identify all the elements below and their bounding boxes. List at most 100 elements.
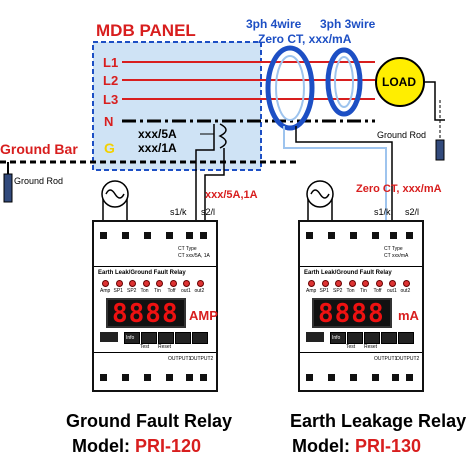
- relay-left-reset-label: Reset: [158, 344, 172, 350]
- relay-right-output2: OUTPUT2: [396, 356, 420, 362]
- relay-right-ct-type-label: CT Type: [384, 246, 403, 252]
- relay-left-info-button[interactable]: Info: [124, 332, 140, 344]
- relay-left-led-label: out1: [181, 288, 191, 294]
- relay-left-model: PRI-120: [135, 436, 202, 456]
- relay-left-led: [129, 280, 136, 287]
- relay-right-menu-button[interactable]: [398, 332, 414, 344]
- right-terminal-s1: s1/k: [374, 207, 391, 217]
- relay-right-led-label: Ton: [346, 288, 355, 294]
- relay-left-led-label: Ton: [140, 288, 149, 294]
- relay-left-display-value: 8888: [112, 299, 179, 329]
- relay-right-led: [308, 280, 315, 287]
- relay-left-led: [183, 280, 190, 287]
- relay-right-unit: mA: [398, 308, 419, 323]
- relay-right-display-value: 8888: [318, 299, 385, 329]
- mdb-panel-box: [92, 41, 262, 171]
- relay-left-header: Earth Leak/Ground Fault Relay: [98, 270, 186, 276]
- relay-left-led-label: SP1: [113, 288, 123, 294]
- relay-right-reset-label: Reset: [364, 344, 378, 350]
- left-terminal-s2: s2/l: [201, 207, 216, 217]
- load-wire: [422, 81, 445, 121]
- relay-right-down-button[interactable]: [381, 332, 397, 344]
- relay-left-model-line: Model: PRI-120: [72, 436, 202, 456]
- ground-bar-label: Ground Bar: [0, 141, 78, 157]
- relay-left-led: [196, 280, 204, 287]
- label-l1: L1: [103, 55, 119, 70]
- ground-rod-right-label: Ground Rod: [377, 130, 427, 140]
- relay-left-led-label: Amp: [100, 288, 111, 294]
- relay-left-unit: AMP: [189, 308, 218, 323]
- relay-right-led-label: out2: [400, 288, 411, 294]
- ct-wire-label-left: xxx/5A,1A: [205, 189, 258, 201]
- relay-right-led-label: SP2: [333, 288, 343, 294]
- relay-right-ct-type-value: CT xxx/mA: [384, 253, 409, 259]
- relay-right-led: [321, 280, 329, 287]
- relay-right-enter-button[interactable]: [364, 332, 380, 344]
- relay-left-led: [142, 280, 150, 287]
- relay-left-led: [115, 280, 123, 287]
- ct-wire-label-right: Zero CT, xxx/mA: [356, 183, 442, 195]
- ground-rod-left-label: Ground Rod: [14, 176, 64, 186]
- label-l3: L3: [103, 92, 119, 107]
- relay-left-caption: Ground Fault Relay: [66, 411, 233, 431]
- panel-title: MDB PANEL: [96, 21, 196, 40]
- relay-left-output1: OUTPUT1: [168, 356, 192, 362]
- ct-right-line1: 3ph 3wire: [320, 17, 376, 31]
- relay-right-led: [375, 280, 383, 287]
- relay-left-test-label: Test: [140, 344, 150, 350]
- relay-right-led-label: SP1: [319, 288, 329, 294]
- relay-right-led: [362, 280, 369, 287]
- label-g: G: [104, 140, 115, 156]
- relay-right-display: 8888: [312, 298, 392, 329]
- ground-rod-right-icon: [435, 139, 445, 161]
- relay-right-logo: [306, 332, 324, 342]
- panel-ct-label-1: xxx/5A: [138, 127, 177, 141]
- label-l2: L2: [103, 73, 119, 88]
- relay-left-display: 8888: [106, 298, 186, 329]
- relay-right-led-label: Amp: [306, 288, 317, 294]
- right-terminal-s2: s2/l: [405, 207, 420, 217]
- relay-right-info-button[interactable]: Info: [330, 332, 346, 344]
- left-terminal-s1: s1/k: [170, 207, 187, 217]
- relay-right-output1: OUTPUT1: [374, 356, 398, 362]
- relay-right-led: [335, 280, 342, 287]
- relay-right-led: [348, 280, 356, 287]
- relay-right-model: PRI-130: [355, 436, 422, 456]
- load-label: LOAD: [382, 75, 416, 89]
- relay-right-led-label: out1: [387, 288, 397, 294]
- relay-left-led-label: out2: [194, 288, 205, 294]
- zero-ct-3wire: [325, 47, 363, 117]
- relay-left-enter-button[interactable]: [158, 332, 174, 344]
- relay-left-down-button[interactable]: [175, 332, 191, 344]
- relay-left-menu-button[interactable]: [192, 332, 208, 344]
- ground-rod-left-icon: [3, 173, 13, 203]
- relay-right-caption: Earth Leakage Relay: [290, 411, 467, 431]
- relay-left-led-label: SP2: [127, 288, 137, 294]
- relay-left-ct-type-label: CT Type: [178, 246, 197, 252]
- label-n: N: [104, 114, 114, 129]
- relay-right-led: [389, 280, 396, 287]
- load-circle: [375, 57, 425, 107]
- relay-right-led: [402, 280, 410, 287]
- relay-left-led: [169, 280, 177, 287]
- relay-right-led-label: Tin: [360, 288, 367, 294]
- relay-right-up-button[interactable]: [347, 332, 363, 344]
- relay-left-led: [102, 280, 109, 287]
- zero-ct-4wire: [265, 45, 315, 131]
- relay-left-output2: OUTPUT2: [190, 356, 214, 362]
- relay-right-header: Earth Leak/Ground Fault Relay: [304, 270, 392, 276]
- relay-right-model-line: Model: PRI-130: [292, 436, 422, 456]
- ct-left-line2: Zero CT, xxx/mA: [258, 32, 352, 46]
- neutral-ct-coil: [218, 123, 227, 149]
- relay-right-test-label: Test: [346, 344, 356, 350]
- relay-left-up-button[interactable]: [141, 332, 157, 344]
- relay-left-logo: [100, 332, 118, 342]
- relay-left-led-label: Toff: [167, 288, 176, 294]
- ct-left-line1: 3ph 4wire: [246, 17, 302, 31]
- relay-left-led-label: Tin: [154, 288, 161, 294]
- relay-left-led: [156, 280, 163, 287]
